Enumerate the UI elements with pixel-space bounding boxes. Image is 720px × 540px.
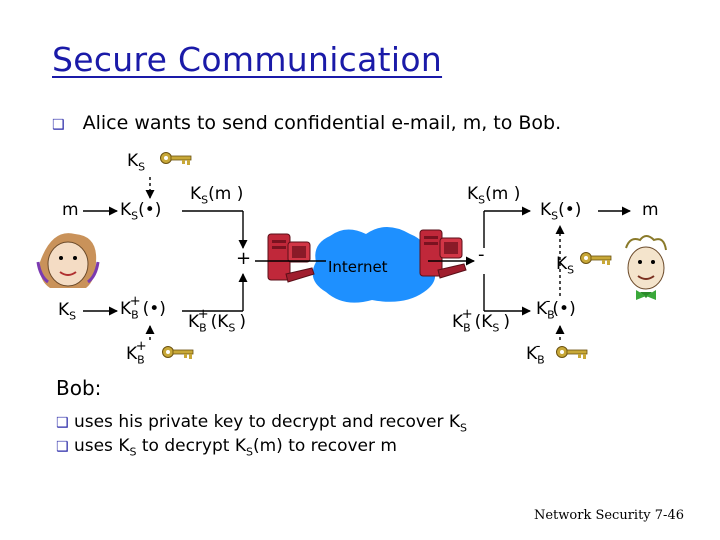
- alice-computer-icon: [267, 233, 315, 283]
- internet-cloud: [312, 227, 436, 303]
- bob-public-key-icon: [162, 346, 194, 360]
- bob-recovered-key-icon: [580, 252, 612, 266]
- bob-step-2: ❑ uses KS to decrypt KS(m) to recover m: [56, 436, 397, 459]
- bob-step-1: ❑ uses his private key to decrypt and re…: [56, 412, 467, 435]
- bob-computer-icon: [419, 229, 467, 279]
- bullet-icon: ❑: [56, 415, 69, 431]
- alice-message-label: m: [62, 200, 79, 220]
- alice-encrypted-ks-label: KB+(KS): [188, 307, 247, 335]
- bob-encrypted-ks-label: KB+(KS): [452, 307, 511, 335]
- bob-face-icon: [625, 235, 667, 300]
- bob-heading: Bob:: [56, 376, 102, 400]
- bob-public-key-label: KB+: [126, 339, 147, 367]
- bob-decrypt-fn-label: KS(•): [540, 200, 582, 223]
- alice-pubkey-encrypt-fn-label: KB+(•): [120, 294, 166, 322]
- alice-concat-operator: +: [236, 248, 252, 269]
- bob-recovered-ks-label: KS: [556, 254, 575, 277]
- page-title: Secure Communication: [52, 40, 443, 79]
- alice-encrypt-fn-label: KS(•): [120, 200, 162, 223]
- alice-ks-input-label: KS: [58, 300, 77, 323]
- alice-face-icon: [36, 233, 100, 288]
- bob-ciphertext-label: KS(m ): [467, 184, 521, 207]
- intro-bullet: ❑ Alice wants to send confidential e-mai…: [52, 112, 561, 134]
- bob-private-key-label: KB-: [526, 339, 545, 367]
- slide-footer: Network Security 7-46: [533, 508, 684, 523]
- bob-split-operator: -: [478, 244, 485, 265]
- bullet-icon: ❑: [56, 439, 69, 455]
- intro-text: Alice wants to send confidential e-mail,…: [82, 112, 562, 134]
- bob-message-label: m: [642, 200, 659, 220]
- bob-private-key-icon: [556, 346, 588, 360]
- alice-session-key-label: KS: [127, 151, 146, 174]
- alice-symmetric-key-icon: [160, 152, 192, 166]
- internet-label: Internet: [328, 258, 388, 276]
- alice-ciphertext-label: KS(m ): [190, 184, 244, 207]
- bullet-icon: ❑: [52, 117, 65, 133]
- bob-privkey-decrypt-fn-label: KB-(•): [536, 294, 576, 322]
